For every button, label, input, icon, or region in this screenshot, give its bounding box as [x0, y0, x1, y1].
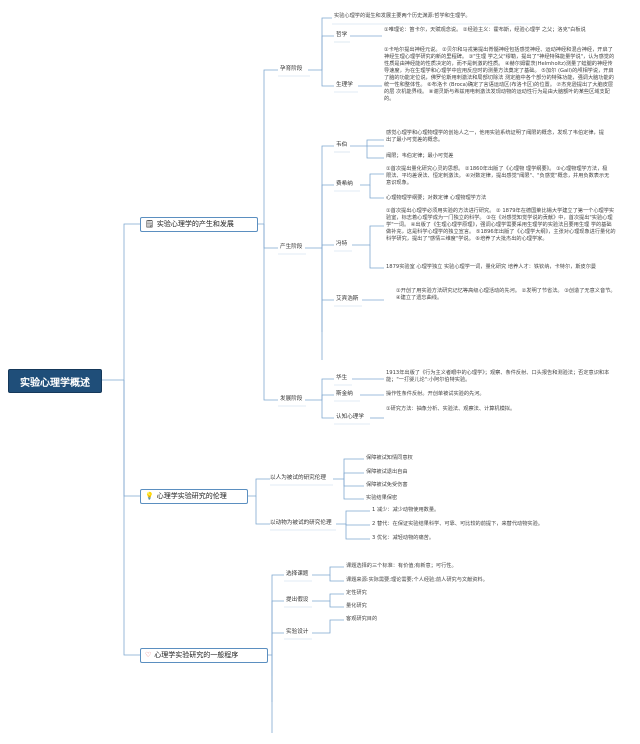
node-weber[interactable]: 韦伯 [336, 142, 348, 148]
node-hypothesis[interactable]: 提出假设 [286, 597, 309, 603]
physiology-text: ①卡哈尔提出神经元说。 ②贝尔和马戎第提出脊髓神经包括感觉神经、运动神经和混合神… [384, 47, 615, 102]
node-wundt[interactable]: 冯特 [336, 241, 348, 247]
node-skinner[interactable]: 斯金纳 [336, 391, 353, 397]
hypothesis-item: 量化研究 [346, 603, 367, 609]
topic-history[interactable]: 🗒 实验心理学的产生和发展 [140, 217, 258, 232]
wundt-text: ①首次提出心理学必须用实验的方法进行研究。 ② 1879年在德国莱比锡大学建立了… [386, 208, 616, 242]
node-choose-topic[interactable]: 选择课题 [286, 571, 309, 577]
node-intro: 实验心理学的诞生和发展主要两个历史渊源:哲学和生理学。 [334, 13, 471, 19]
node-watson[interactable]: 华生 [336, 375, 348, 381]
node-physiology[interactable]: 生理学 [336, 82, 353, 88]
topic-label: 心理学实验研究的一般程序 [154, 651, 239, 659]
stage-chansheng[interactable]: 产生阶段 [280, 244, 303, 250]
animal-ethics-item: 3 优化：减轻动物的痛苦。 [372, 535, 435, 541]
fechner-text: ①首次提出量化研究心灵的思想。 ②1860年出版了《心理物 理学纲要》。 ③心理… [386, 166, 610, 186]
human-ethics-item: 实验结果保密 [366, 495, 398, 501]
human-ethics-item: 保障被试知情同意权 [366, 455, 413, 461]
choose-topic-item: 课题来源:实际需要;理论需要;个人经验;前人研究与文献资料。 [346, 577, 488, 583]
choose-topic-item: 课题选择的三个标准：有价值;有新意；可行性。 [346, 563, 457, 569]
philosophy-text: ①唯理论：笛卡尔，天赋观念说。 ②经验主义：霍布斯，经验心理学 之父；洛克"白板… [384, 27, 586, 33]
skinner-text: 操作性条件反射。开创单被试实验的先河。 [386, 391, 485, 397]
cognitive-text: ①研究方法：抽象分析、实验法、观察法、计算机模拟。 [386, 406, 516, 412]
topic-ethics[interactable]: 💡 心理学实验研究的伦理 [140, 489, 248, 504]
fechner-keywords: 心理物理学纲要；对数定律 心理物理学方法 [386, 195, 487, 201]
animal-ethics-item: 2 替代：在保证实验结果科学、可靠、可比较的前提下，来替代动物实验。 [372, 521, 543, 527]
node-design[interactable]: 实验设计 [286, 629, 309, 635]
node-fechner[interactable]: 费希纳 [336, 181, 353, 187]
topic-procedure[interactable]: ♡ 心理学实验研究的一般程序 [140, 648, 268, 663]
design-item: 客观研究目的 [346, 616, 378, 622]
wundt-keywords: 1879实验室 心理学独立 实验心理学一词，量化研究 培养人才：铁钦纳，卡特尔，… [386, 264, 597, 270]
topic-label: 心理学实验研究的伦理 [156, 492, 227, 500]
node-cognitive[interactable]: 认知心理学 [336, 414, 364, 420]
topic-label: 实验心理学的产生和发展 [156, 220, 234, 228]
weber-text: 感觉心理学和心理物理学的创始人之一，他用实验系统证明了阈限的概念，发现了韦伯定律… [386, 130, 604, 143]
human-ethics-item: 保障被试免受伤害 [366, 482, 408, 488]
stage-yuyu[interactable]: 孕育阶段 [280, 66, 303, 72]
note-icon: 🗒 [145, 220, 154, 228]
node-philosophy[interactable]: 哲学 [336, 32, 348, 38]
stage-fazhan[interactable]: 发展阶段 [280, 396, 303, 402]
bulb-icon: 💡 [145, 492, 154, 500]
root-node[interactable]: 实验心理学概述 [8, 369, 102, 393]
human-ethics-item: 保障被试退出自由 [366, 469, 408, 475]
node-animal-ethics[interactable]: 以动物为被试的研究伦理 [270, 520, 332, 526]
weber-keywords: 阈限；韦伯定律；最小可觉差 [386, 153, 454, 159]
ebbinghaus-text: ①开创了用实验方法研究记忆等高级心理活动的先河。 ②发明了节省法。 ③创造了无意… [396, 288, 618, 301]
node-human-ethics[interactable]: 以人为被试的研究伦理 [270, 475, 326, 481]
animal-ethics-item: 1 减少：减少动物使用数量。 [372, 507, 440, 513]
watson-text: 1913年出版了《行为主义者眼中的心理学》；观察、条件反射、口头报告和测验法；否… [386, 370, 610, 383]
root-label: 实验心理学概述 [20, 377, 90, 389]
heart-icon: ♡ [145, 651, 152, 659]
hypothesis-item: 定性研究 [346, 590, 367, 596]
node-ebbinghaus[interactable]: 艾宾浩斯 [336, 296, 359, 302]
